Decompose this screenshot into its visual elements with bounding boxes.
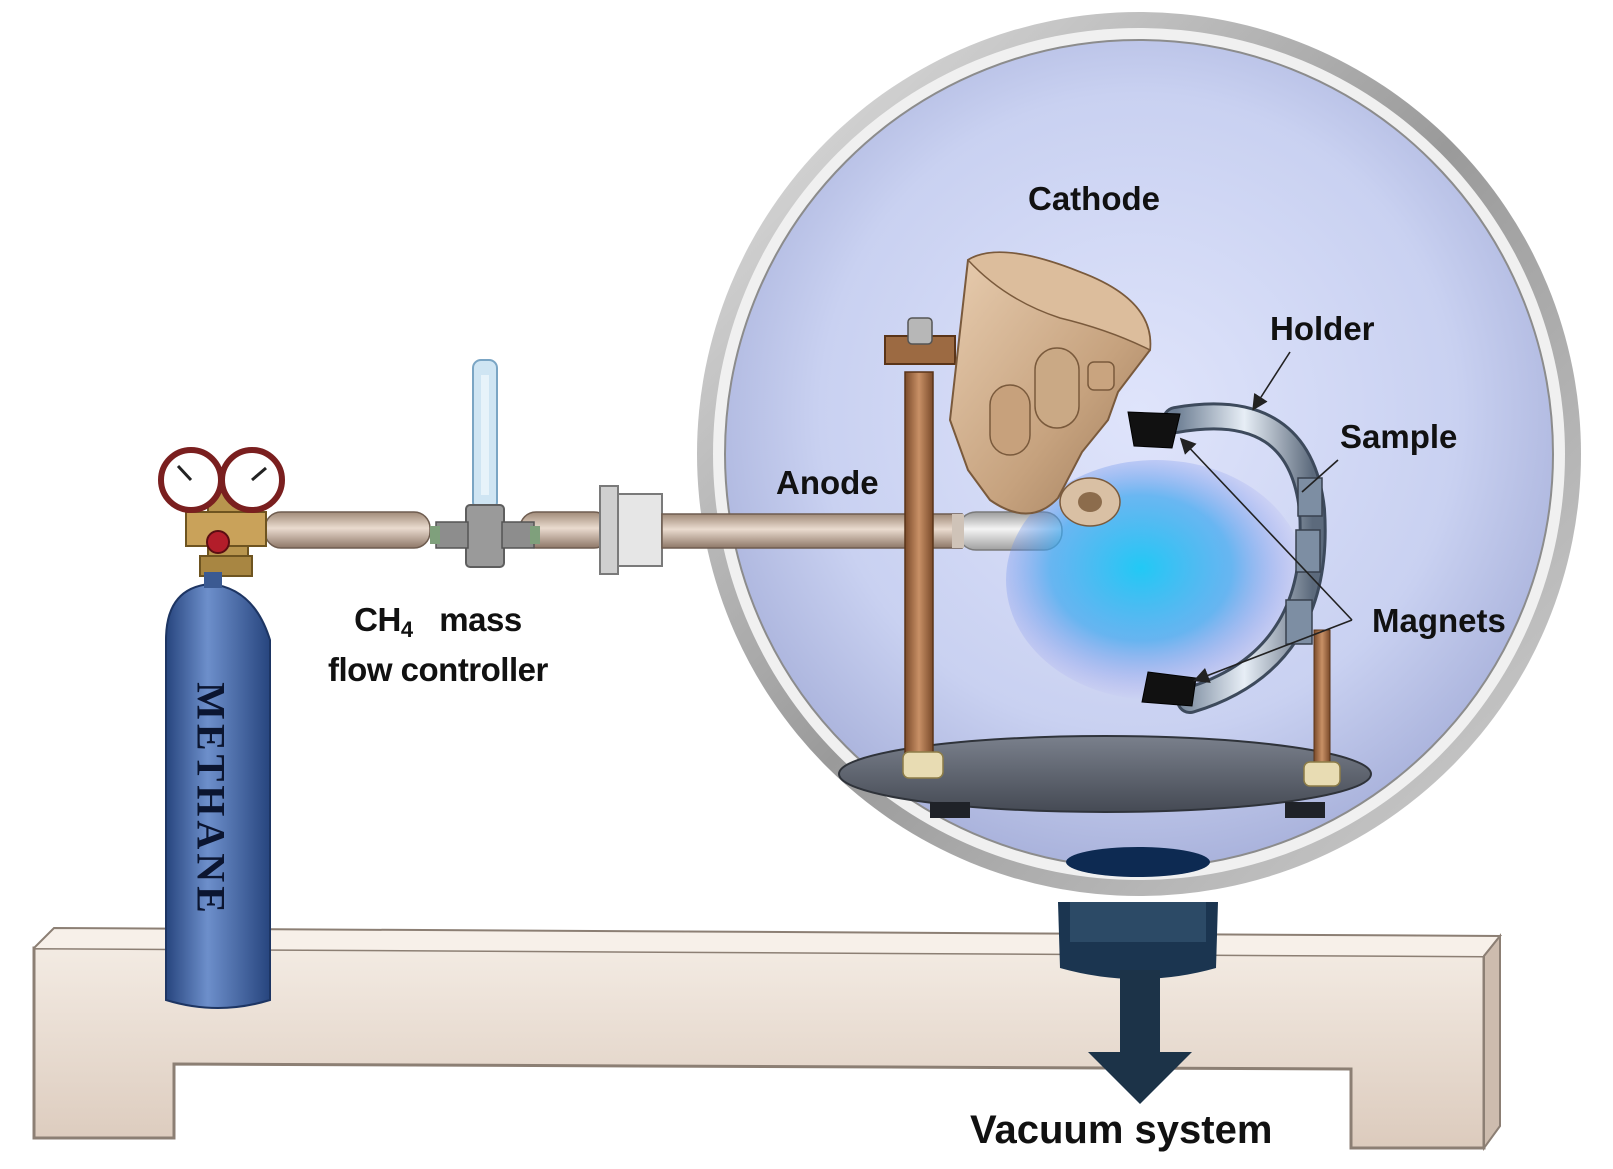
magnets-leader-bottom (1193, 619, 1353, 683)
vacuum-port (1058, 847, 1218, 1104)
callout-lines (1179, 351, 1353, 683)
anode-support-rod (884, 317, 956, 779)
magnets-leader-top (1179, 437, 1353, 621)
base-plate (838, 735, 1372, 818)
sample-leader (1301, 459, 1339, 493)
cathode (948, 251, 1152, 527)
label-cathode: Cathode (1028, 180, 1160, 217)
label-mfc-gas: CH (354, 601, 401, 638)
holder-post (1303, 629, 1341, 787)
label-cylinder: METHANE (188, 682, 234, 917)
sample-holder (1127, 402, 1327, 714)
label-sample: Sample (1340, 418, 1458, 455)
label-magnets: Magnets (1372, 602, 1506, 639)
label-anode: Anode (776, 464, 879, 501)
holder-leader (1252, 351, 1291, 411)
valve-knob-icon (206, 530, 230, 554)
mass-flow-controller (430, 359, 540, 568)
magnet-top (1127, 411, 1181, 449)
gas-regulator (158, 447, 285, 577)
label-mfc-gas-sub: 4 (400, 617, 413, 642)
magnet-bottom (1141, 671, 1197, 707)
label-holder: Holder (1270, 310, 1375, 347)
label-mfc: CH4 mass flow controller (328, 600, 548, 690)
methane-cylinder (165, 572, 271, 1009)
label-vacuum-system: Vacuum system (970, 1108, 1273, 1152)
vacuum-arrow-icon (1088, 970, 1192, 1104)
label-mfc-line2: flow controller (328, 651, 548, 688)
label-mfc-word: mass (439, 601, 522, 638)
gas-line (264, 485, 963, 575)
